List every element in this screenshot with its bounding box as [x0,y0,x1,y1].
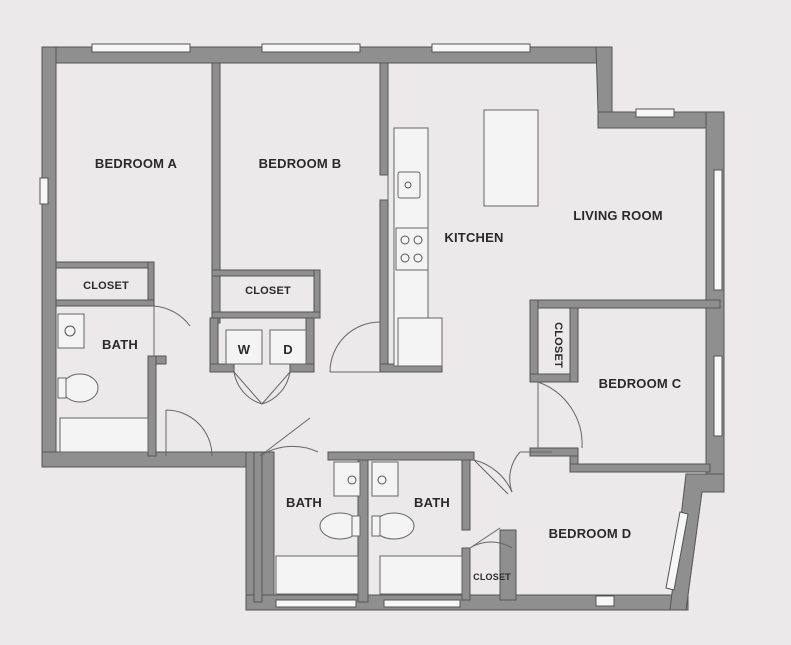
faucet-icon [64,325,76,337]
living-room-label: LIVING ROOM [573,208,663,223]
room-labels: BEDROOM A BEDROOM B KITCHEN LIVING ROOM … [83,156,682,582]
burner-icon [400,235,410,245]
interior-walls [55,62,721,603]
bathtub [59,417,149,453]
dryer [269,329,307,365]
stove [395,227,429,271]
toilet-tank [57,377,67,399]
closet-c-label: CLOSET [552,322,564,368]
toilet [61,373,99,403]
toilet-tank [351,515,361,537]
toilet-tank [371,515,381,537]
vanity-sink [57,313,85,349]
faucet-icon [404,181,412,189]
kitchen-island [483,109,539,207]
burner-icon [413,253,423,263]
bathtub [275,555,359,595]
windows [39,43,723,608]
kitchen-sink [397,171,421,199]
bath-right-fixtures [371,461,463,595]
closet-a-label: CLOSET [83,280,129,292]
bath-left-fixtures [275,461,361,595]
faucet-icon [347,475,357,485]
bath-a-fixtures [57,313,149,453]
washer-label: W [238,342,251,357]
kitchen-counter [393,127,443,367]
bathtub [379,555,463,595]
bath-a-label: BATH [102,337,138,352]
bedroom-c-label: BEDROOM C [599,376,682,391]
refrigerator [397,317,443,367]
dryer-label: D [283,342,293,357]
bath-left-label: BATH [286,495,322,510]
faucet-icon [377,475,387,485]
washer [225,329,263,365]
bedroom-a-label: BEDROOM A [95,156,178,171]
doors [153,175,583,549]
vanity-sink [371,461,399,497]
kitchen-label: KITCHEN [444,230,503,245]
bath-right-label: BATH [414,495,450,510]
bedroom-b-label: BEDROOM B [259,156,342,171]
burner-icon [413,235,423,245]
closet-d-label: CLOSET [473,572,511,582]
burner-icon [400,253,410,263]
bedroom-d-label: BEDROOM D [549,526,632,541]
closet-b-label: CLOSET [245,285,291,297]
laundry-machines [225,329,307,365]
